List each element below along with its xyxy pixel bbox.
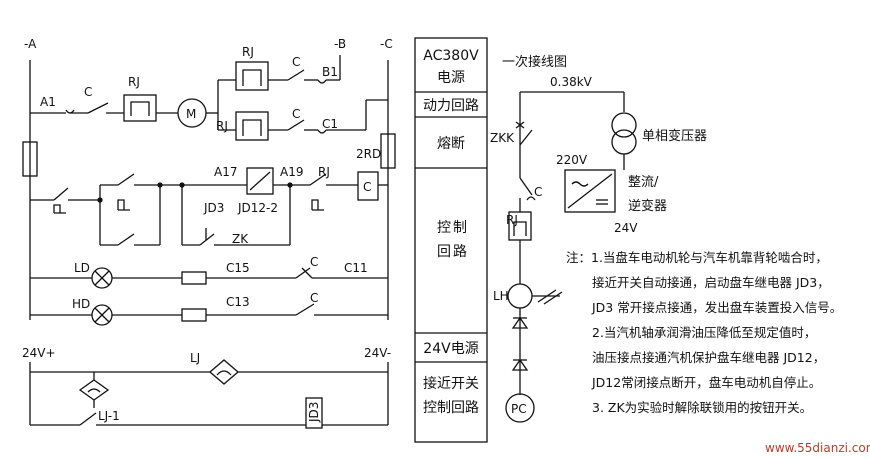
rj-lower-label: RJ [216,119,228,133]
pc-label: PC [511,402,527,416]
lj-label: LJ [190,351,200,365]
section-prox-line2: 控制回路 [423,400,479,416]
section-ctrl-2: 制 [453,220,467,236]
c13-label: C13 [226,295,250,309]
section-ac380-line2: 电源 [437,70,465,86]
lj1-label: LJ-1 [98,409,120,423]
hd-row [30,303,388,326]
c15-label: C15 [226,261,250,275]
lh-label: LH [493,289,509,303]
fuse-a [22,141,38,177]
c-upper-label: C [292,55,300,69]
section-ctrl-1: 控 [437,220,451,236]
rectifier-label-2: 逆变器 [628,198,667,214]
jd12-2-label: JD12-2 [237,201,278,215]
section-24v-source: 24V电源 [423,341,478,357]
c1-label: C1 [322,117,338,131]
c11-label: C11 [344,261,368,275]
hd-label: HD [72,297,90,311]
220v-label: 220V [556,153,588,167]
note-line-3: JD3 常开接点接通，发出盘车装置投入信号。 [591,300,842,315]
rectifier-label-1: 整流/ [628,175,659,190]
c-top-label: C [84,85,92,99]
zkk-label: ZKK [490,131,515,145]
zk-label: ZK [232,232,249,246]
ld-label: LD [74,261,90,275]
bus-a-label: -A [24,37,37,51]
c-ld-label: C [310,255,318,269]
section-ctrl-4: 路 [453,244,467,260]
section-prox-line1: 接近开关 [423,375,479,392]
ld-row [30,267,388,289]
c-one-line-label: C [534,185,542,199]
note-line-6: JD12常闭接点断开，盘车电动机自停止。 [591,375,821,390]
2rd-label: 2RD [356,147,381,161]
jd3-label: JD3 [203,201,224,215]
section-ac380-line1: AC380V [423,48,479,64]
note-line-5: 油压接点接通汽机保护盘车继电器 JD12， [592,350,825,365]
transformer-label: 单相变压器 [642,128,707,144]
one-line-title: 一次接线图 [502,54,567,70]
c-lower-label: C [292,107,300,121]
note-line-7: 3. ZK为实验时解除联锁用的按钮开关。 [592,400,812,415]
24v-label: 24V [614,221,638,235]
rj-one-line-label: RJ [506,213,518,227]
power-row-a1 [30,94,178,122]
motor-branches [206,61,388,141]
jd3-box-label: JD3 [307,402,321,423]
fuse-c [380,133,396,169]
note-line-1: 注：1.当盘车电动机轮与汽车机靠背轮啮合时， [566,250,828,265]
section-fuse: 熔断 [437,136,465,152]
section-power-loop: 动力回路 [423,98,479,114]
a17-label: A17 [214,165,237,179]
voltage-label: 0.38kV [550,75,593,89]
rj-top-label: RJ [128,75,140,89]
rj-ctrl-label: RJ [318,165,330,179]
prox-loop [29,359,389,429]
24v-plus-label: 24V+ [22,346,56,360]
24v-minus-label: 24V- [364,346,391,360]
motor-label: M [186,107,196,121]
one-line-diagram [505,91,637,423]
bus-c-label: -C [380,37,393,51]
a19-label: A19 [280,165,303,179]
section-ctrl-3: 回 [437,244,451,260]
c-box-label: C [363,180,371,194]
section-column [414,37,488,443]
a1-label: A1 [40,95,56,109]
c-hd-label: C [310,291,318,305]
b1-label: B1 [322,65,338,79]
control-row [30,167,388,246]
note-line-2: 接近开关自动接通，启动盘车继电器 JD3， [592,275,830,290]
rj-upper-label: RJ [242,45,254,59]
watermark-text: www.55dianzi.com [765,441,870,455]
note-line-4: 2.当汽机轴承润滑油压降低至规定值时， [592,325,816,340]
bus-b-label: -B [334,37,346,51]
